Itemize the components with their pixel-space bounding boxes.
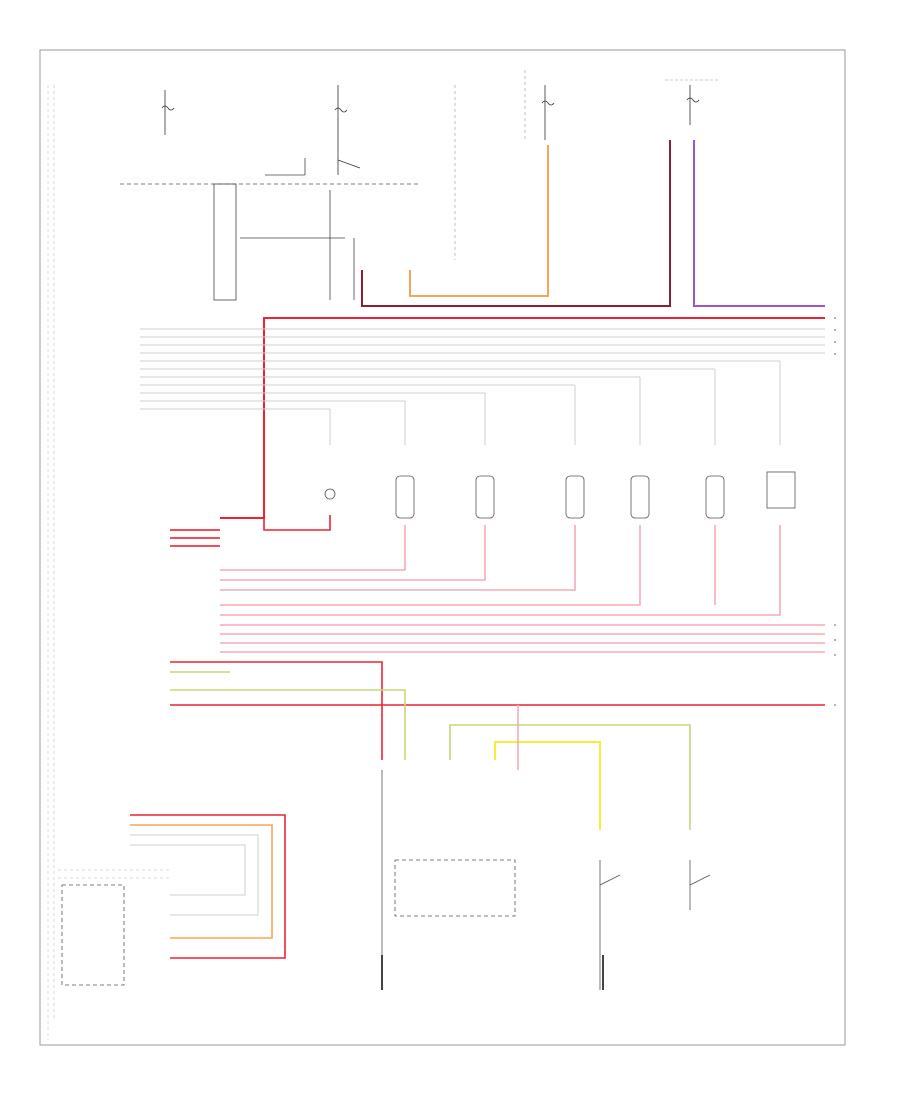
- wire-yellow-green-3: [449, 724, 691, 830]
- control-module-box: [394, 859, 516, 917]
- headlamp-switch-box: [61, 884, 125, 986]
- lamp-feed-wires: [170, 525, 825, 653]
- wire-gray-switch-1: [130, 834, 259, 916]
- wire-red-switch: [130, 814, 286, 959]
- diagram-border: [39, 49, 846, 1046]
- right-connector-marks: [834, 317, 836, 706]
- wire-red-to-module: [170, 661, 383, 760]
- wire-main-red: [220, 317, 825, 519]
- wire-yellow: [494, 741, 601, 830]
- fuse-top-mid: [334, 85, 361, 175]
- wire-red-short: [170, 529, 220, 547]
- ground-wires: [381, 770, 711, 990]
- wire-orange-switch: [130, 824, 273, 939]
- fuse-top-left: [161, 90, 175, 135]
- junction-block-top: [213, 158, 355, 301]
- fuse-top-right: [541, 85, 555, 140]
- fuse-top-far-right: [665, 79, 720, 125]
- wire-red-lamp: [263, 515, 331, 531]
- wire-violet: [693, 140, 825, 307]
- wire-dark-red: [361, 140, 671, 307]
- wire-gray-switch-2: [130, 844, 246, 896]
- wire-orange: [409, 145, 549, 297]
- wire-yellow-green-2: [170, 689, 406, 760]
- gray-bus-upper: [140, 328, 825, 445]
- lamp-row: [324, 471, 796, 519]
